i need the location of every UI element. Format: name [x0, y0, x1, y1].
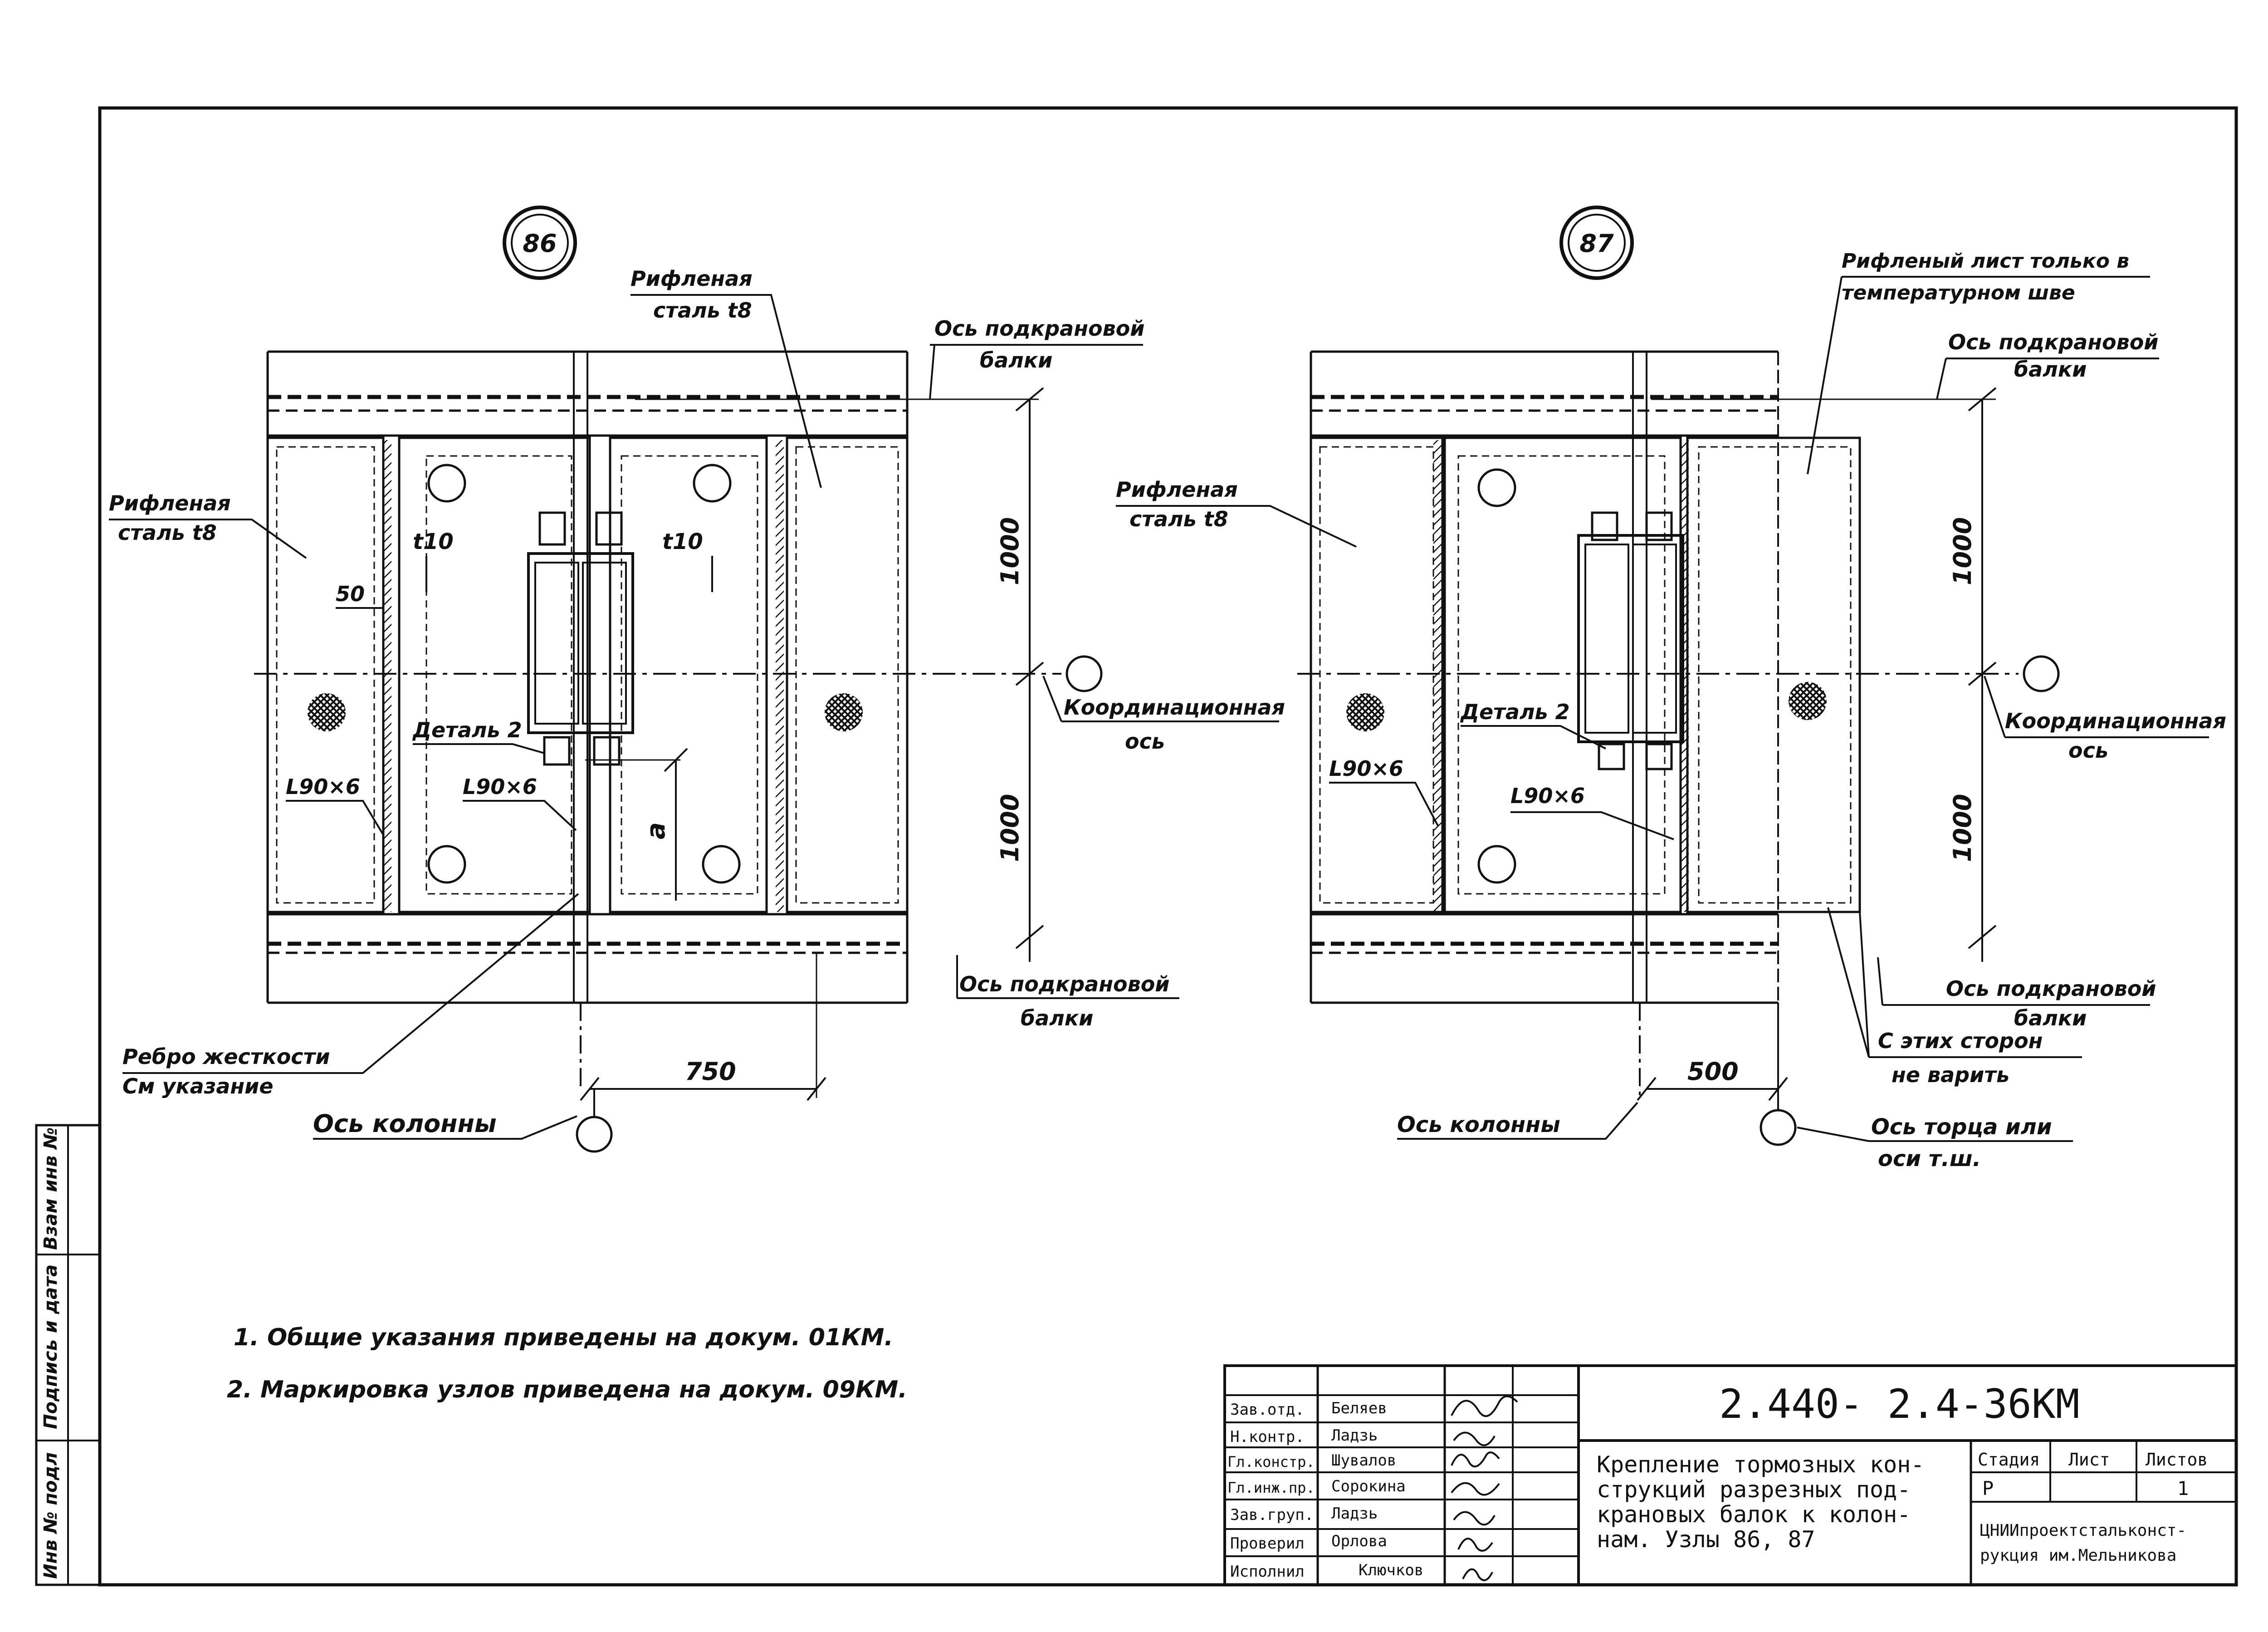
- sig-role-4: Гл.инж.пр.: [1227, 1479, 1315, 1496]
- side-stamp-inv: Инв № подл: [40, 1452, 61, 1579]
- doc-code: 2.440- 2.4-36КМ: [1719, 1381, 2080, 1427]
- sig-role-5: Зав.груп.: [1230, 1506, 1314, 1524]
- node-87-angle-right: L90×6: [1510, 784, 1585, 808]
- node-86-marker: [503, 206, 577, 280]
- general-notes: 1. Общие указания приведены на докум. 01…: [227, 1324, 907, 1403]
- node-86-coord-axis-1: Координационная: [1064, 695, 1285, 720]
- node-87-crane-axis-bottom-2: балки: [2014, 1006, 2087, 1030]
- node-87-plate-top-1: Рифленый лист только в: [1842, 250, 2129, 273]
- sig-name-1: Беляев: [1331, 1399, 1387, 1417]
- sig-role-2: Н.контр.: [1230, 1428, 1305, 1446]
- sig-role-7: Исполнил: [1230, 1563, 1305, 1581]
- node-86-coord-axis-2: ось: [1125, 729, 1165, 754]
- node-87-dim-1000-top: 1000: [1948, 517, 1977, 585]
- node-86-crane-axis-top-2: балки: [980, 348, 1052, 372]
- side-stamp-sign: Подпись и дата: [40, 1264, 61, 1429]
- node-86-crane-axis-bottom-1: Ось подкрановой: [959, 972, 1170, 996]
- sig-name-7: Ключков: [1359, 1561, 1423, 1579]
- note-1: 1. Общие указания приведены на докум. 01…: [234, 1324, 893, 1351]
- node-86-plate-top-2: сталь t8: [653, 298, 752, 323]
- node-86-column-axis: Ось колонны: [313, 1109, 497, 1138]
- node-86-t10-right: t10: [662, 529, 703, 554]
- node-86-dim-1000-top: 1000: [996, 517, 1024, 585]
- node-86-crane-axis-bottom-2: балки: [1021, 1006, 1093, 1030]
- sig-name-3: Шувалов: [1331, 1451, 1396, 1470]
- node-86-angle-right: L90×6: [463, 774, 537, 799]
- node-86-plate-left-2: сталь t8: [118, 520, 217, 545]
- node-87-crane-axis-top-1: Ось подкрановой: [1948, 330, 2159, 354]
- node-86-stiffener-2: См указание: [122, 1074, 274, 1098]
- sheets-header: Листов: [2146, 1450, 2208, 1470]
- node-87-dim-500: 500: [1687, 1057, 1739, 1086]
- node-87-marker: [1559, 206, 1634, 280]
- side-stamp-replace: Взам инв №: [40, 1127, 61, 1250]
- title-line-3: крановых балок к колон-: [1597, 1501, 1911, 1528]
- node-86-angle-left: L90×6: [286, 774, 360, 799]
- node-86: 86: [109, 206, 1285, 1153]
- org-line-2: рукция им.Мельникова: [1980, 1546, 2176, 1565]
- node-87-coord-axis-2: ось: [2068, 738, 2108, 763]
- side-stamp: Инв № подл Подпись и дата Взам инв №: [35, 1124, 101, 1586]
- stage-header: Стадия: [1978, 1450, 2040, 1470]
- sig-role-1: Зав.отд.: [1230, 1401, 1305, 1419]
- sig-name-4: Сорокина: [1331, 1477, 1406, 1495]
- node-86-dim-a: a: [641, 822, 671, 839]
- note-2: 2. Маркировка узлов приведена на докум. …: [227, 1376, 907, 1403]
- node-87-plate-top-2: температурном шве: [1842, 281, 2075, 304]
- node-86-plate-left-1: Рифленая: [109, 491, 231, 515]
- sig-name-2: Ладзь: [1331, 1426, 1378, 1445]
- node-87-plate-left-2: сталь t8: [1129, 507, 1228, 531]
- sheets-value: 1: [2177, 1477, 2189, 1500]
- node-86-plate-top-1: Рифленая: [631, 266, 753, 291]
- node-86-detail: Деталь 2: [412, 718, 522, 742]
- node-87-number: 87: [1579, 229, 1614, 258]
- node-87-crane-axis-top-2: балки: [2014, 357, 2087, 382]
- node-86-dim-750: 750: [685, 1057, 736, 1086]
- node-87-angle-left: L90×6: [1329, 756, 1403, 781]
- node-87-no-weld-1: С этих сторон: [1878, 1029, 2043, 1053]
- node-86-stiffener-1: Ребро жесткости: [122, 1044, 330, 1069]
- title-line-1: Крепление тормозных кон-: [1597, 1451, 1924, 1478]
- node-86-number: 86: [523, 229, 557, 258]
- node-87-column-axis: Ось колонны: [1397, 1112, 1560, 1137]
- title-line-4: нам. Узлы 86, 87: [1597, 1526, 1815, 1553]
- node-87-detail: Деталь 2: [1460, 700, 1570, 724]
- node-87-plate-left-1: Рифленая: [1116, 477, 1238, 502]
- node-86-dim-50: 50: [336, 582, 365, 606]
- sheet-border: [98, 106, 2238, 1587]
- node-87-end-axis-1: Ось торца или: [1871, 1114, 2052, 1140]
- stage-value: Р: [1982, 1477, 1994, 1500]
- node-86-t10-left: t10: [413, 529, 454, 554]
- node-87-end-axis-2: оси т.ш.: [1878, 1146, 1981, 1171]
- title-line-2: струкций разрезных под-: [1597, 1476, 1911, 1503]
- node-86-crane-axis-top-1: Ось подкрановой: [934, 316, 1145, 341]
- sig-name-5: Ладзь: [1331, 1505, 1378, 1523]
- sheet-header: Лист: [2068, 1450, 2110, 1470]
- node-86-dim-1000-bottom: 1000: [996, 794, 1024, 862]
- title-block: 2.440- 2.4-36КМ Крепление тормозных кон-…: [1223, 1364, 2238, 1586]
- node-87: 87: [1116, 206, 2226, 1171]
- org-line-1: ЦНИИпроектстальконст-: [1980, 1521, 2186, 1540]
- sig-role-6: Проверил: [1230, 1534, 1305, 1553]
- sig-role-3: Гл.констр.: [1227, 1453, 1315, 1470]
- node-87-dim-1000-bottom: 1000: [1948, 794, 1977, 862]
- node-87-crane-axis-bottom-1: Ось подкрановой: [1946, 976, 2156, 1001]
- node-87-no-weld-2: не варить: [1892, 1063, 2009, 1087]
- node-87-coord-axis-1: Координационная: [2005, 709, 2226, 733]
- sig-name-6: Орлова: [1331, 1532, 1387, 1550]
